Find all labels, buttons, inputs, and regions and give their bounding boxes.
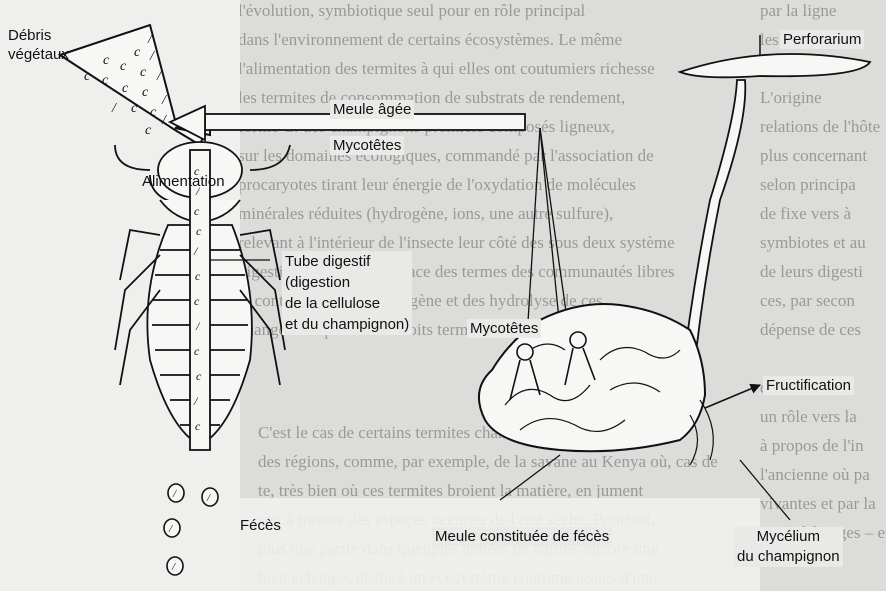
svg-text:c: c: [102, 73, 109, 88]
svg-text:c: c: [120, 59, 127, 74]
mushroom-perforarium: [678, 54, 870, 410]
label-meule-agee: Meule âgée: [330, 100, 414, 119]
label-feces: Fécès: [240, 516, 281, 535]
label-alimentation: Alimentation: [142, 172, 225, 191]
label-fructification: Fructification: [763, 376, 854, 395]
fructification-arrow: [705, 385, 760, 408]
svg-text:c: c: [150, 105, 157, 120]
label-perforarium: Perforarium: [780, 30, 864, 49]
label-meule-feces: Meule constituée de fécès: [432, 527, 612, 546]
digestive-tube: [190, 150, 210, 450]
svg-text:c: c: [145, 123, 152, 138]
label-mycelium: Mycélium du champignon: [734, 527, 843, 567]
svg-text:c: c: [195, 419, 201, 433]
svg-text:c: c: [134, 45, 141, 60]
svg-text:c: c: [196, 369, 202, 383]
svg-text:c: c: [140, 65, 147, 80]
label-mycotetes-top: Mycotêtes: [330, 136, 404, 155]
svg-text:c: c: [122, 81, 129, 96]
svg-text:c: c: [196, 224, 202, 238]
label-debris-vegetaux: Débris végétaux: [8, 26, 69, 64]
svg-text:c: c: [194, 204, 200, 218]
svg-text:c: c: [84, 69, 91, 84]
label-mycotetes-mid: Mycotêtes: [467, 319, 541, 338]
svg-text:c: c: [131, 101, 138, 116]
svg-text:c: c: [142, 85, 149, 100]
svg-text:c: c: [194, 344, 200, 358]
svg-text:c: c: [195, 269, 201, 283]
label-tube-digestif: Tube digestif (digestion de la cellulose…: [282, 251, 412, 335]
svg-text:c: c: [194, 294, 200, 308]
svg-text:c: c: [103, 53, 110, 68]
